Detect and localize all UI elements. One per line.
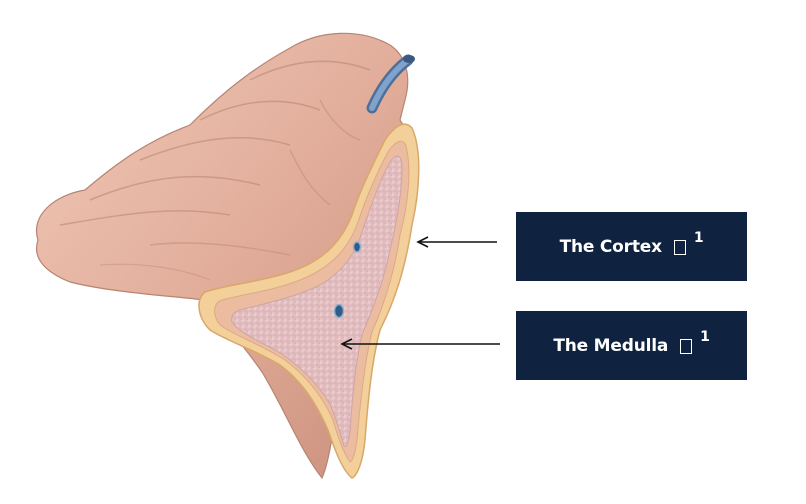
missing-glyph-icon [673,240,686,255]
cortex-reference-marker: 1 [693,229,704,246]
arrow-medulla [340,338,500,350]
arrow-cortex [416,236,497,248]
medulla-tissue [231,155,403,447]
medulla-label: The Medulla [553,335,669,356]
vessel-icon [366,54,415,114]
medulla-reference-marker: 1 [700,328,710,345]
medullary-vein-icon [352,241,362,253]
medullary-vein-icon [333,303,345,319]
cortex-label-box: The Cortex 1 [516,212,747,281]
cortex-label: The Cortex [559,236,663,257]
medulla-label-box: The Medulla 1 [516,311,747,380]
missing-glyph-icon [680,339,693,354]
